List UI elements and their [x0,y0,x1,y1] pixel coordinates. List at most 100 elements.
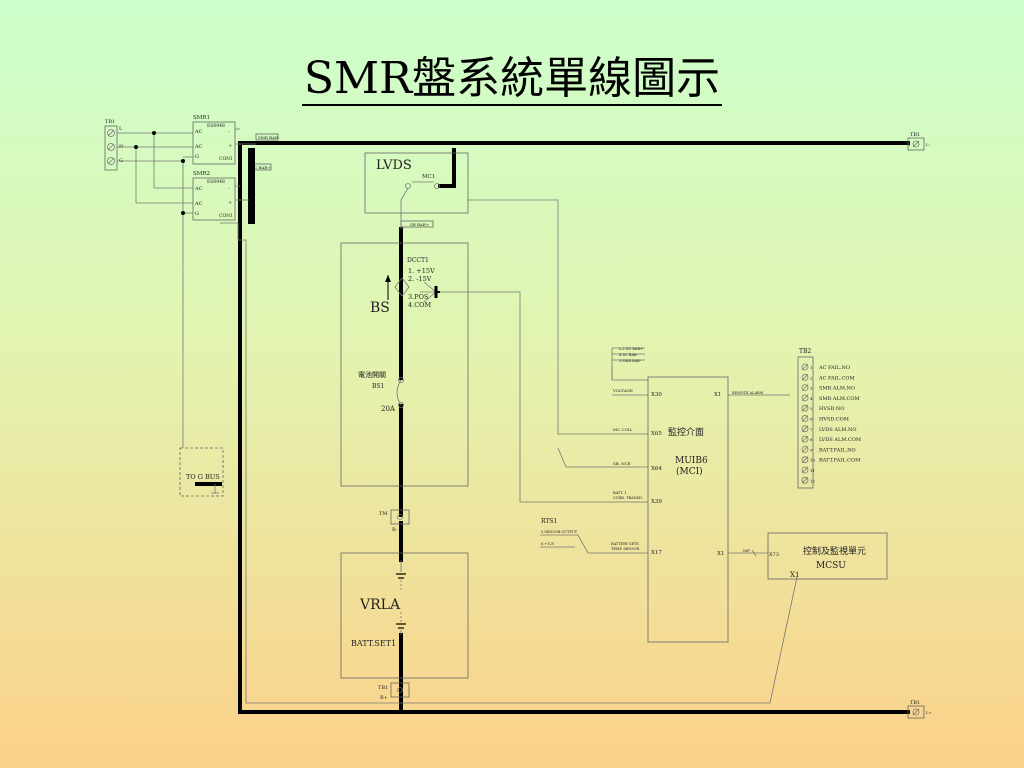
monitor-port-x30: X30 [651,392,662,398]
monitor-label-mc-coil: MC COIL [613,427,632,432]
smr1-con: CON1 [219,156,233,162]
tb2-screw-slot [801,384,809,391]
tb1-bottom-label: TB1 [910,700,920,706]
tb2-screw-slot [801,394,809,402]
tb2-screw-slot [801,456,809,463]
dcct-pin-2: 2. -15V [408,275,432,283]
smr2-pin-ac1: AC [194,186,203,192]
ac-wiring [117,131,193,448]
smr1-pin-g: G [195,154,199,160]
tb2-pin-number: 10 [810,458,816,463]
bs-label: BS [370,300,390,316]
tb2-screw-slot [801,435,809,443]
monitor-label: 監控介面 [668,426,704,438]
smr1-label: SMR1 [193,115,210,121]
tb1-bplus-terminal: TB1 B+ [378,682,410,701]
tb2-screw-slot [801,425,809,433]
tb2-pin-number: 7 [810,427,813,432]
dcct-label: DCCT1 [407,257,429,264]
tb2-screw-icon [801,445,809,453]
tb2-signal-label: AC FAIL.COM [818,375,855,381]
tb2-pin-number: 4 [810,396,813,401]
tog-bus-label: TO G BUS [186,473,220,481]
mcsu-box: 控制及監視單元 MCSU X1 X73 [767,532,888,580]
page-title: SMR盤系統單線圖示 [301,53,723,106]
tb2-pin-number: 8 [810,437,813,442]
lvds-mc-label: MC1 [422,174,435,180]
monitor-port-x17: X17 [651,550,662,556]
tb2-signal-label: HVSD.COM [819,417,849,423]
monitor-port-x39: X39 [651,499,662,505]
breaker-id: BS1 [372,383,384,390]
dcct-pin-4: 4.COM [408,301,432,309]
smr1-plus: + [228,143,232,149]
breaker-label: 電池開關 [358,370,386,379]
lvds-bar-tag: SB BAR+ [410,222,429,227]
smr1-pin-ac1: AC [194,129,203,135]
tb1-left-pin-l: L [119,126,123,132]
tb2-screw-icon [801,404,809,412]
mcsu-label: 控制及監視單元 [803,545,866,557]
tm1-label: TM [379,511,387,517]
smr1-module: SMR1 ES0948 AC AC G - + CON1 [192,115,236,165]
tb2-signal-label: LVDS ALM.NO [819,427,856,433]
smr2-model: ES0948 [207,179,225,185]
tb1-top-pin: L- [926,142,931,147]
tb2-screw-icon [801,363,809,371]
tb2-signal-label: LVDS ALM.COM [819,437,861,443]
mcsu-id: MCSU [816,561,846,571]
monitor-port-x1a: X1 [714,392,721,398]
monitor-label-temp-sensor: TEMP. SENSOR [611,547,640,551]
tb2-pin-number: 12 [810,478,816,483]
tb2-pin-number: 1 [810,365,813,370]
tb2-screw-icon [801,373,809,381]
tb2-screw-slot [801,374,809,381]
monitor-label-curr: CURR. TRANSD. [613,496,643,500]
lvds-label: LVDS [376,158,412,173]
smr-bus-tag-box [255,133,279,141]
tb2-screw-icon [801,476,809,484]
tb2-screw-icon [801,394,809,402]
dcct-breaker-box: DCCT1 1. +15V 2. -15V 3.POS 4.COM BS 電池開… [340,242,469,487]
tb2-pin-number: 5 [810,406,813,411]
tb2-screw-icon [801,466,809,474]
monitor-label-dcbar-pos: L.2 DC BAR+ [619,347,643,351]
thin-wiring [220,128,798,704]
dcct-pin-1: 1. +15V [408,267,435,275]
rts-volt: 6.+12V [541,542,555,546]
tb2-pin-number: 2 [810,375,813,380]
dc-bus-tag: DC BAR+ [251,165,271,170]
tb2-signal-label: SMR ALM.COM [819,396,860,402]
tb1-bottom-terminal: TB1 2 L+ [907,700,932,719]
dc-busbars [195,141,910,714]
tb2-signal-label: HVSD.NO [819,406,844,412]
vrla-label: VRLA [359,597,401,613]
monitor-label-voltage: VOLTAGE [612,388,633,393]
tb2-screw-slot [801,404,809,412]
tb2-screw-icon [801,415,809,422]
tb2-screw-icon [801,384,809,392]
tb1-top-terminal: TB1 1 L- [907,132,931,151]
rts-sensor: 5.SENSOR OUTPUT [541,530,578,534]
monitor-port-x1b: X1 [717,551,724,557]
smr1-model: ES0948 [207,123,225,129]
tb1-b-label: TB1 [378,685,388,691]
tb2-screw-slot [801,477,809,484]
mcsu-in-port: X73 [769,552,779,558]
tb1-left-label: TB1 [105,119,115,125]
tb2-pin-number: 11 [810,468,815,473]
monitor-sub: (MCI) [676,466,703,477]
monitor-label-battery-sets: BATTERY SETS [611,542,639,546]
smr2-label: SMR2 [193,171,210,177]
tb2-signal-label: BATT.FAIL.NO [819,447,856,453]
dcct-pin-3: 3.POS [408,293,428,301]
monitor-port-x64: X64 [651,466,662,472]
smr-bus-tag: SMR BAR- [258,135,280,140]
tb2-screw-slot [801,466,809,474]
tb2-screw-icon [801,435,809,443]
smr2-con: CON1 [219,213,233,219]
monitor-model: MUIB6 [675,456,708,466]
tb2-screw-slot [801,415,809,422]
tb2-screw-slot [801,363,809,371]
tb1-top-label: TB1 [910,132,920,138]
